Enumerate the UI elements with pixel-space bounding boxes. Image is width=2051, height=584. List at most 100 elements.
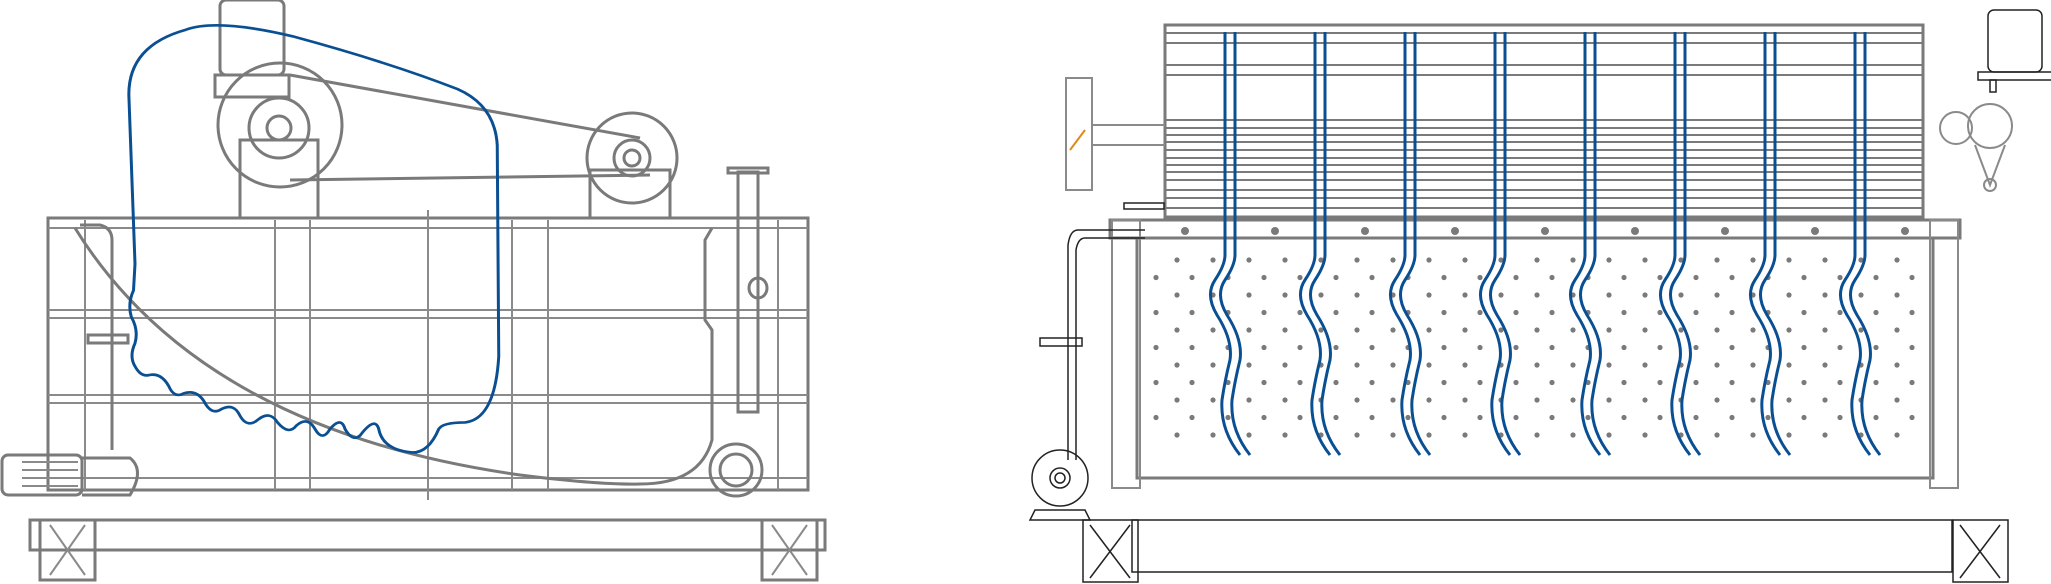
- perforation-dot: [1462, 362, 1468, 368]
- pump-pipe-inner: [1075, 237, 1145, 460]
- perforation-dot: [1822, 397, 1828, 403]
- rim-bolt: [1361, 227, 1369, 235]
- perforation-dot: [1354, 362, 1360, 368]
- side-view: [0, 0, 827, 582]
- perforation-dot: [1441, 379, 1447, 386]
- perforation-dot: [1390, 432, 1396, 438]
- perforation-dot: [1246, 432, 1252, 438]
- perforation-dot: [1261, 344, 1267, 351]
- drive-belt-top: [289, 73, 641, 140]
- perforation-dot: [1570, 327, 1576, 333]
- perforation-dot: [1642, 292, 1648, 298]
- chain-strand: [1749, 32, 1782, 456]
- perforation-dot: [1354, 432, 1360, 438]
- perforation-dot: [1837, 274, 1843, 281]
- perforation-dot: [1642, 362, 1648, 368]
- perforation-dot: [1174, 362, 1180, 368]
- perforation-dot: [1549, 309, 1555, 316]
- perforation-dot: [1693, 309, 1699, 316]
- perforation-dot: [1729, 344, 1735, 351]
- pump-housing: [82, 456, 139, 497]
- perforation-dot: [1714, 327, 1720, 333]
- perforation-dot: [1729, 414, 1735, 421]
- perforation-dot: [1678, 292, 1684, 298]
- perforation-dot: [1549, 414, 1555, 421]
- perforation-dot: [1246, 292, 1252, 298]
- perforation-dot: [1606, 397, 1612, 403]
- perforation-dot: [1333, 274, 1339, 281]
- perforation-dot: [1606, 292, 1612, 298]
- rim-bolt: [1721, 227, 1729, 235]
- perforation-dot: [1477, 344, 1483, 351]
- pump-pipe: [1067, 229, 1145, 460]
- perforation-dot: [1210, 432, 1216, 438]
- perforation-dot: [1642, 257, 1648, 263]
- drain-port-inner: [718, 452, 754, 488]
- gearbox-right: [1967, 103, 2013, 149]
- perforation-dot: [1174, 327, 1180, 333]
- perforation-dot: [1873, 309, 1879, 316]
- perforation-dot: [1822, 292, 1828, 298]
- perforation-dot: [1858, 292, 1864, 298]
- chain-strand: [1299, 32, 1332, 456]
- perforation-dot: [1297, 274, 1303, 281]
- perforation-dot: [1462, 292, 1468, 298]
- perforation-dot: [1261, 274, 1267, 281]
- leg-cross: [771, 524, 808, 576]
- perforation-dot: [1174, 432, 1180, 438]
- motor-flange: [213, 73, 291, 99]
- perforation-dot: [1297, 344, 1303, 351]
- rim-bolt: [1811, 227, 1819, 235]
- pump-eye-inner: [1054, 472, 1066, 484]
- tank-curve: [73, 227, 714, 486]
- perforation-dot: [1894, 257, 1900, 263]
- tank-top-rim: [1108, 218, 1962, 240]
- perforation-dot: [1390, 257, 1396, 263]
- perforation-dot: [1462, 397, 1468, 403]
- perforation-dot: [1282, 432, 1288, 438]
- perforation-dot: [1426, 397, 1432, 403]
- chain-strand: [1579, 32, 1612, 456]
- gearbox-hub: [265, 114, 293, 142]
- drum-rails: [1165, 32, 1923, 209]
- perforation-dot: [1462, 432, 1468, 438]
- perforation-dot: [1678, 327, 1684, 333]
- chain-strand: [1839, 32, 1872, 456]
- perforation-dot: [1714, 257, 1720, 263]
- perforation-dot: [1405, 414, 1411, 421]
- leg-right: [760, 518, 819, 582]
- outlet-pipe: [736, 170, 760, 414]
- perforation-dot: [1822, 327, 1828, 333]
- perforation-dot: [1498, 327, 1504, 333]
- perforation-dot: [1801, 309, 1807, 316]
- perforation-dot: [1837, 414, 1843, 421]
- perforation-dot: [1765, 414, 1771, 421]
- perforation-dot: [1801, 414, 1807, 421]
- perforation-dot: [1909, 414, 1915, 421]
- perforation-dot: [1534, 327, 1540, 333]
- perforation-dot: [1297, 379, 1303, 386]
- perforation-dot: [1786, 292, 1792, 298]
- perforation-dot: [1477, 274, 1483, 281]
- perforation-dot: [1729, 309, 1735, 316]
- chain-strand: [1399, 32, 1432, 456]
- perforation-dot: [1714, 397, 1720, 403]
- leg-cross: [49, 524, 86, 576]
- pump-eye: [1049, 467, 1071, 489]
- perforation-dot: [1369, 344, 1375, 351]
- chain-strand: [1759, 32, 1792, 456]
- perforation-dot: [1729, 274, 1735, 281]
- perforation-dot: [1261, 414, 1267, 421]
- perforation-dot: [1426, 257, 1432, 263]
- rim-bolt: [1541, 227, 1549, 235]
- perforation-dot: [1534, 432, 1540, 438]
- perforation-dot: [1261, 379, 1267, 386]
- perforation-dot: [1894, 327, 1900, 333]
- perforation-dot: [1282, 292, 1288, 298]
- drive-pulley: [216, 61, 344, 189]
- perforation-dot: [1570, 432, 1576, 438]
- perforation-dot: [1426, 432, 1432, 438]
- front-leg-right: [1952, 519, 2009, 583]
- perforation-dot: [1174, 292, 1180, 298]
- rim-bolt: [1181, 227, 1189, 235]
